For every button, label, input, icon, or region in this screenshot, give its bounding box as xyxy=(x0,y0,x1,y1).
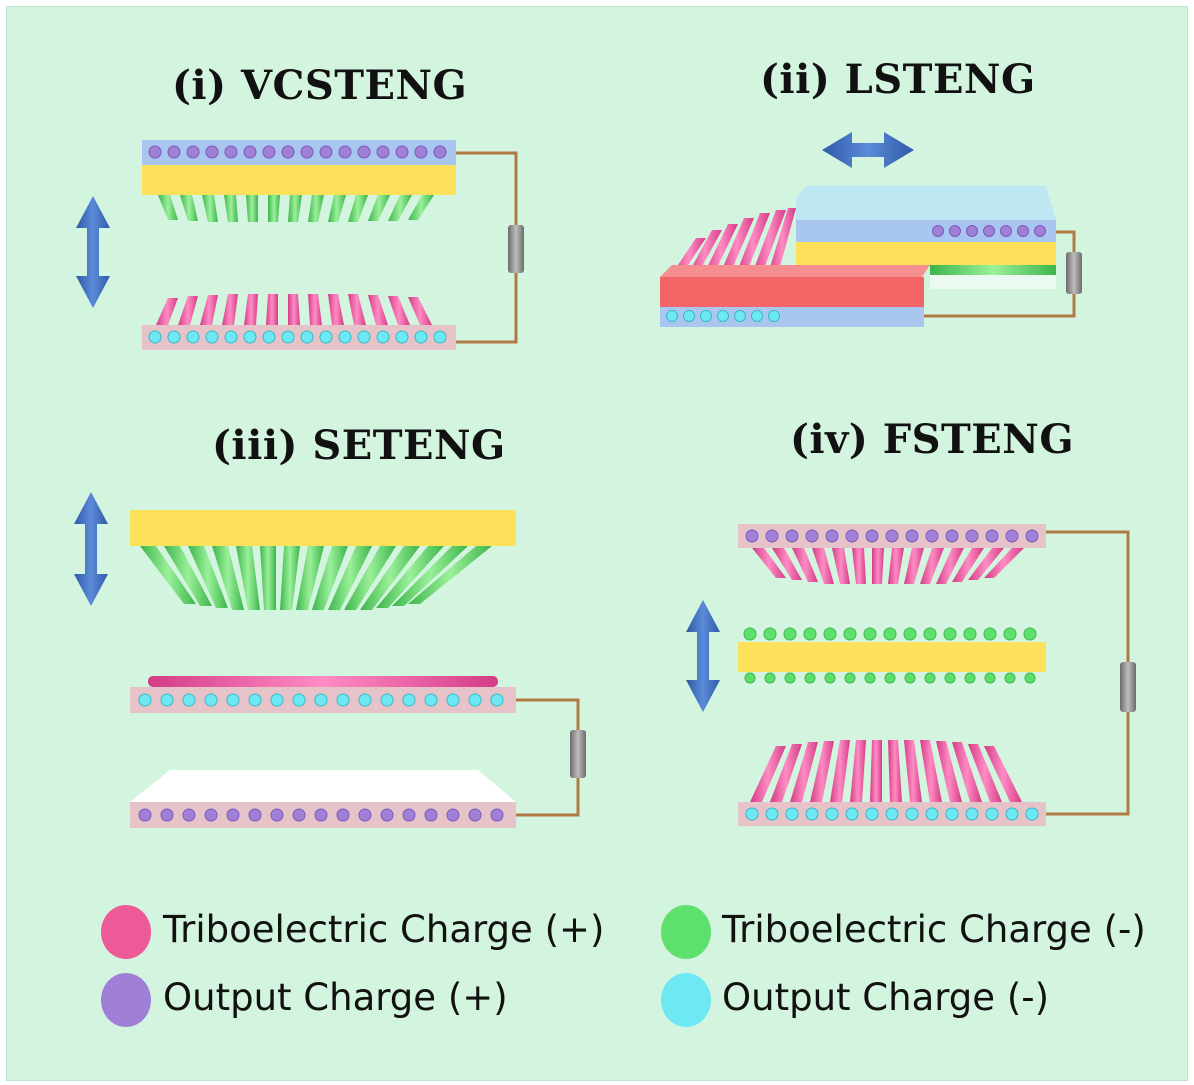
vcsteng-title: (i) VCSTENG xyxy=(172,62,468,109)
legend-tribo-positive-swatch xyxy=(101,905,151,959)
fsteng-floating-dielectric xyxy=(738,642,1046,672)
vcsteng-top-electrode xyxy=(142,140,456,165)
seteng-reference-surface xyxy=(130,770,516,802)
lsteng-dielectric-top-face xyxy=(660,265,930,277)
lsteng-top-dielectric xyxy=(796,242,1056,265)
fsteng-floating-layer-bottom-charges xyxy=(744,672,1036,684)
horizontal-motion-arrow-icon xyxy=(822,132,914,168)
fsteng-bottom-positive-tribo-charges xyxy=(750,740,1022,802)
legend-output-positive-label: Output Charge (+) xyxy=(163,976,508,1019)
fsteng-circuit xyxy=(1046,530,1136,816)
legend-output-negative-label: Output Charge (-) xyxy=(722,976,1050,1019)
vcsteng-negative-tribo-charges xyxy=(158,195,434,222)
legend-tribo-negative-swatch xyxy=(661,905,711,959)
fsteng-title: (iv) FSTENG xyxy=(790,416,1074,463)
lsteng-bottom-dielectric xyxy=(660,277,924,307)
vcsteng-dielectric xyxy=(142,165,456,195)
vertical-motion-arrow-icon xyxy=(76,196,110,308)
legend-tribo-positive-label: Triboelectric Charge (+) xyxy=(163,908,605,951)
legend-tribo-negative-label: Triboelectric Charge (-) xyxy=(722,908,1146,951)
load-resistor-icon xyxy=(1066,252,1082,294)
lsteng-exposed-surface xyxy=(930,275,1056,289)
load-resistor-icon xyxy=(570,730,586,778)
lsteng-circuit xyxy=(924,230,1082,318)
seteng-top-electrode xyxy=(130,687,516,713)
vcsteng-circuit xyxy=(456,151,524,344)
seteng-negative-tribo-charges xyxy=(140,546,492,610)
seteng-positive-tribo-charges xyxy=(148,676,498,687)
vcsteng-panel xyxy=(76,140,524,350)
vcsteng-positive-tribo-charges xyxy=(156,294,432,325)
lsteng-top-electrode xyxy=(796,220,1056,242)
fsteng-floating-layer-negative-charges xyxy=(743,627,1037,641)
lsteng-top-cover xyxy=(796,186,1056,220)
lsteng-negative-tribo-charges xyxy=(930,265,1056,275)
seteng-moving-dielectric xyxy=(130,510,516,546)
load-resistor-icon xyxy=(508,225,524,273)
legend-output-positive-swatch xyxy=(101,973,151,1027)
vertical-motion-arrow-icon xyxy=(686,600,720,712)
seteng-panel xyxy=(74,492,586,828)
lsteng-title: (ii) LSTENG xyxy=(760,56,1036,103)
vertical-motion-arrow-icon xyxy=(74,492,108,606)
lsteng-panel xyxy=(660,132,1082,327)
legend-output-negative-swatch xyxy=(661,973,711,1027)
fsteng-top-positive-tribo-charges xyxy=(752,548,1024,584)
seteng-circuit xyxy=(516,698,586,817)
fsteng-bottom-electrode xyxy=(738,802,1046,826)
vcsteng-bottom-electrode xyxy=(142,325,456,350)
fsteng-top-electrode xyxy=(738,524,1046,548)
seteng-bottom-electrode xyxy=(130,802,516,828)
fsteng-panel xyxy=(686,524,1136,826)
lsteng-bottom-electrode xyxy=(660,307,924,327)
seteng-title: (iii) SETENG xyxy=(212,422,506,469)
lsteng-positive-tribo-charges xyxy=(672,208,796,274)
load-resistor-icon xyxy=(1120,662,1136,712)
